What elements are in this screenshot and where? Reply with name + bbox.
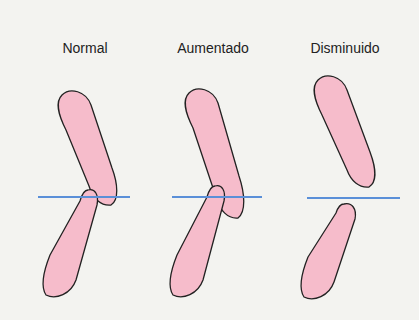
lower-incisor bbox=[170, 186, 224, 297]
lower-incisor bbox=[43, 190, 97, 297]
lower-incisor bbox=[301, 204, 355, 299]
occlusal-line bbox=[38, 196, 130, 198]
occlusal-line bbox=[172, 196, 262, 198]
upper-incisor bbox=[58, 91, 117, 205]
upper-incisor bbox=[314, 76, 375, 187]
occlusal-line bbox=[307, 197, 400, 199]
bite-label: Aumentado bbox=[177, 40, 249, 57]
bite-label: Normal bbox=[62, 40, 107, 57]
bite-label: Disminuido bbox=[310, 40, 379, 57]
